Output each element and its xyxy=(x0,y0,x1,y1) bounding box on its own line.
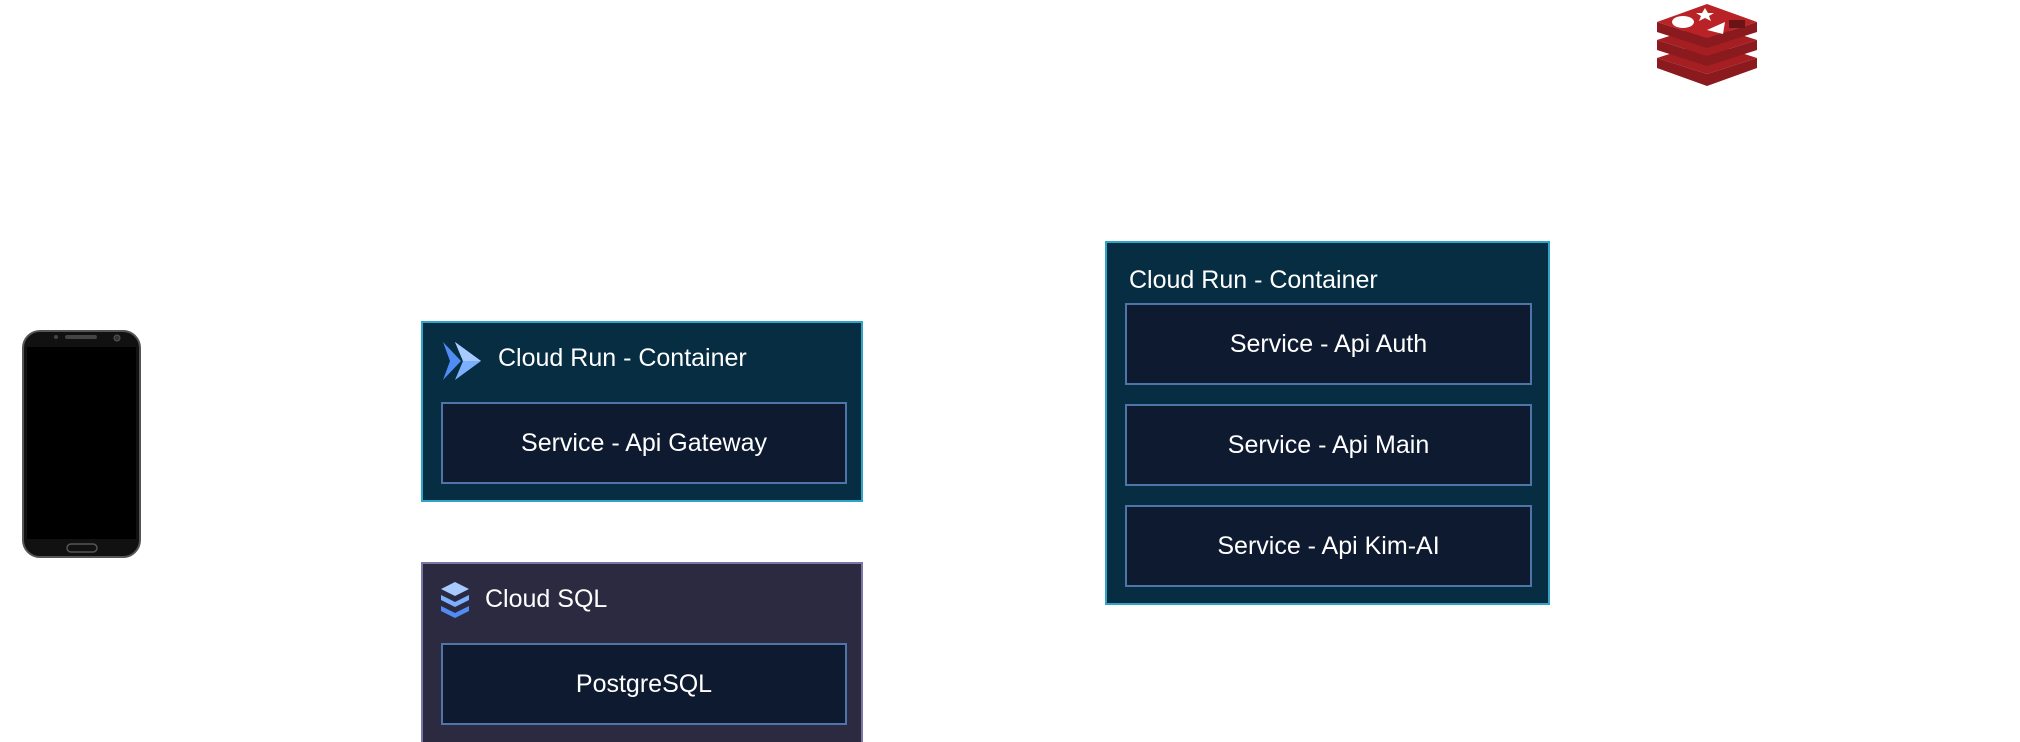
cloud-run-icon xyxy=(443,342,481,380)
services-container-title: Cloud Run - Container xyxy=(1129,266,1378,294)
smartphone-icon xyxy=(22,330,141,558)
api-auth-service[interactable]: Service - Api Auth xyxy=(1125,303,1532,385)
api-main-service[interactable]: Service - Api Main xyxy=(1125,404,1532,486)
cloud-run-gateway-container[interactable]: Cloud Run - Container Service - Api Gate… xyxy=(421,321,863,502)
redis-icon xyxy=(1657,4,1757,86)
cloud-sql-container[interactable]: Cloud SQL PostgreSQL xyxy=(421,562,863,742)
gateway-container-title: Cloud Run - Container xyxy=(498,344,747,372)
api-gateway-service[interactable]: Service - Api Gateway xyxy=(441,402,847,484)
cloud-sql-icon xyxy=(441,582,469,618)
sql-container-title: Cloud SQL xyxy=(485,585,608,613)
api-kim-ai-service[interactable]: Service - Api Kim-AI xyxy=(1125,505,1532,587)
cloud-run-services-container[interactable]: Cloud Run - Container Service - Api Auth… xyxy=(1105,241,1550,605)
postgresql-database[interactable]: PostgreSQL xyxy=(441,643,847,725)
